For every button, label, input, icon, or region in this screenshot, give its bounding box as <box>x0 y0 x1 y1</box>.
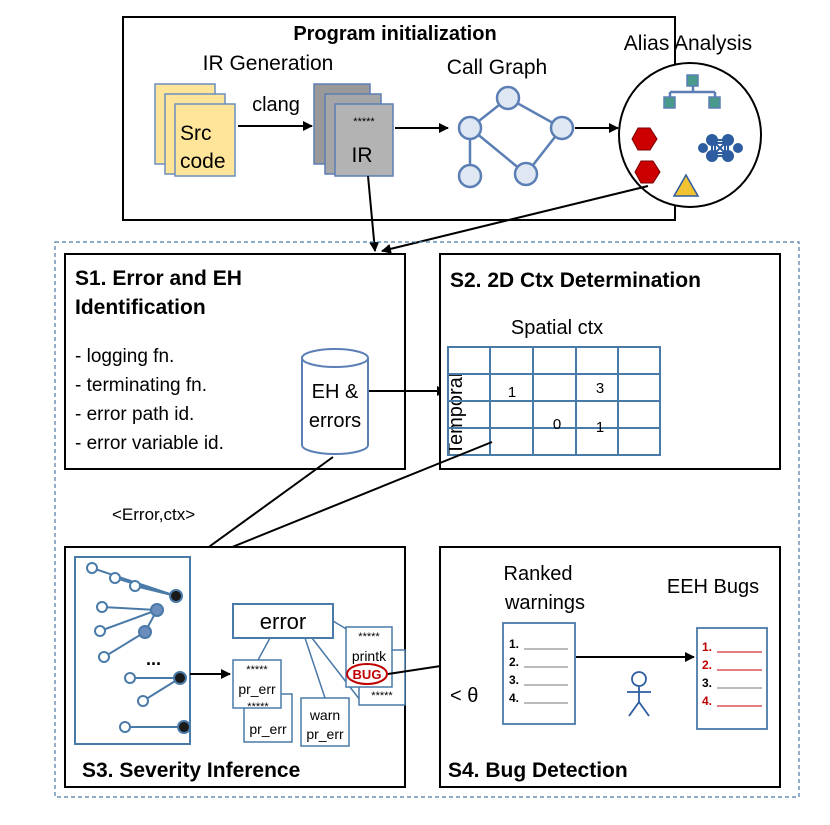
temporal-label: Temporal <box>445 373 467 455</box>
analysis-boundary <box>54 241 800 798</box>
pr-err-label-a: pr_err <box>238 681 276 697</box>
s1-title-line1: S1. Error and EH <box>75 267 242 290</box>
s1-title-line2: Identification <box>75 296 206 319</box>
printk-label: printk <box>352 648 387 664</box>
db-label-line2: errors <box>309 410 361 432</box>
db-label-line1: EH & <box>312 381 359 403</box>
warn-label: warn <box>309 707 340 723</box>
ctx-grid <box>447 346 661 456</box>
ranked-label-line2: warnings <box>504 592 585 614</box>
ranked-num-2: 2. <box>509 655 519 669</box>
eeh-num-4: 4. <box>702 694 712 708</box>
s1-item-logging: - logging fn. <box>75 346 174 367</box>
ctx-cell-0: 0 <box>553 416 561 433</box>
ctx-cell-3: 3 <box>596 380 604 397</box>
bug-label: BUG <box>353 667 382 682</box>
ranked-list-lines <box>524 648 568 704</box>
ctx-cell-1: 1 <box>508 384 516 401</box>
db-to-s3-arrow <box>194 456 334 558</box>
bug-badge <box>346 663 388 685</box>
src-code-label-line2: code <box>180 150 226 173</box>
pr-err-stars-a: ***** <box>246 664 268 676</box>
person-icon <box>627 671 651 717</box>
printk-stars-bottom: ***** <box>371 690 393 702</box>
clang-label: clang <box>252 94 300 116</box>
eeh-bugs-label: EEH Bugs <box>667 576 759 598</box>
tree-ellipsis: ... <box>146 649 161 669</box>
eeh-num-1: 1. <box>702 640 712 654</box>
hexagon-icon <box>631 127 661 184</box>
alias-analysis-label: Alias Analysis <box>624 32 752 55</box>
eeh-num-2: 2. <box>702 658 712 672</box>
error-box-label: error <box>260 609 306 634</box>
ranked-num-4: 4. <box>509 691 519 705</box>
database-icon <box>301 348 369 455</box>
s1-item-error-path: - error path id. <box>75 404 194 425</box>
s2-box <box>439 253 781 470</box>
ir-generation-label: IR Generation <box>203 52 334 75</box>
cluster-icon <box>698 134 743 162</box>
call-graph-icon <box>457 85 575 189</box>
spatial-ctx-label: Spatial ctx <box>511 317 603 339</box>
alias-tree-icon <box>663 74 721 109</box>
context-tree <box>86 562 191 734</box>
error-box <box>232 603 334 639</box>
program-init-title: Program initialization <box>293 23 496 45</box>
ctx-to-s3-arrow <box>199 441 493 562</box>
ir-label: IR <box>352 144 373 167</box>
ir-stars: ***** <box>353 116 375 128</box>
ranked-label-line1: Ranked <box>504 563 573 585</box>
src-code-stack-icon <box>154 83 236 177</box>
alias-to-s1-arrow <box>381 185 649 254</box>
pr-err-label-b: pr_err <box>249 721 287 737</box>
ranked-num-3: 3. <box>509 673 519 687</box>
printk-stars-top: ***** <box>358 631 380 643</box>
s1-item-terminating: - terminating fn. <box>75 375 207 396</box>
warn-box <box>300 697 350 747</box>
s2-title: S2. 2D Ctx Determination <box>450 269 701 292</box>
triangle-icon <box>672 173 700 197</box>
error-ctx-label: <Error,ctx> <box>112 505 195 524</box>
ranked-num-1: 1. <box>509 637 519 651</box>
pr-err-box-front <box>232 659 282 709</box>
s4-box <box>439 546 781 788</box>
ctx-cell-1b: 1 <box>596 419 604 436</box>
s3-title: S3. Severity Inference <box>82 759 300 782</box>
eeh-num-3: 3. <box>702 676 712 690</box>
s4-title: S4. Bug Detection <box>448 759 628 782</box>
call-graph-label: Call Graph <box>447 56 547 79</box>
ranked-warnings-list <box>502 622 576 725</box>
src-code-label-line1: Src <box>180 122 212 145</box>
theta-label: < θ <box>450 685 478 707</box>
pr-err-stars-b: ***** <box>247 701 269 713</box>
s1-item-error-variable: - error variable id. <box>75 433 224 454</box>
ir-to-s1-arrow <box>367 175 380 252</box>
eeh-list-lines <box>717 651 762 707</box>
warn-pr-err-label: pr_err <box>306 726 344 742</box>
ir-stack-icon <box>313 83 394 177</box>
eeh-bugs-list <box>696 627 768 730</box>
